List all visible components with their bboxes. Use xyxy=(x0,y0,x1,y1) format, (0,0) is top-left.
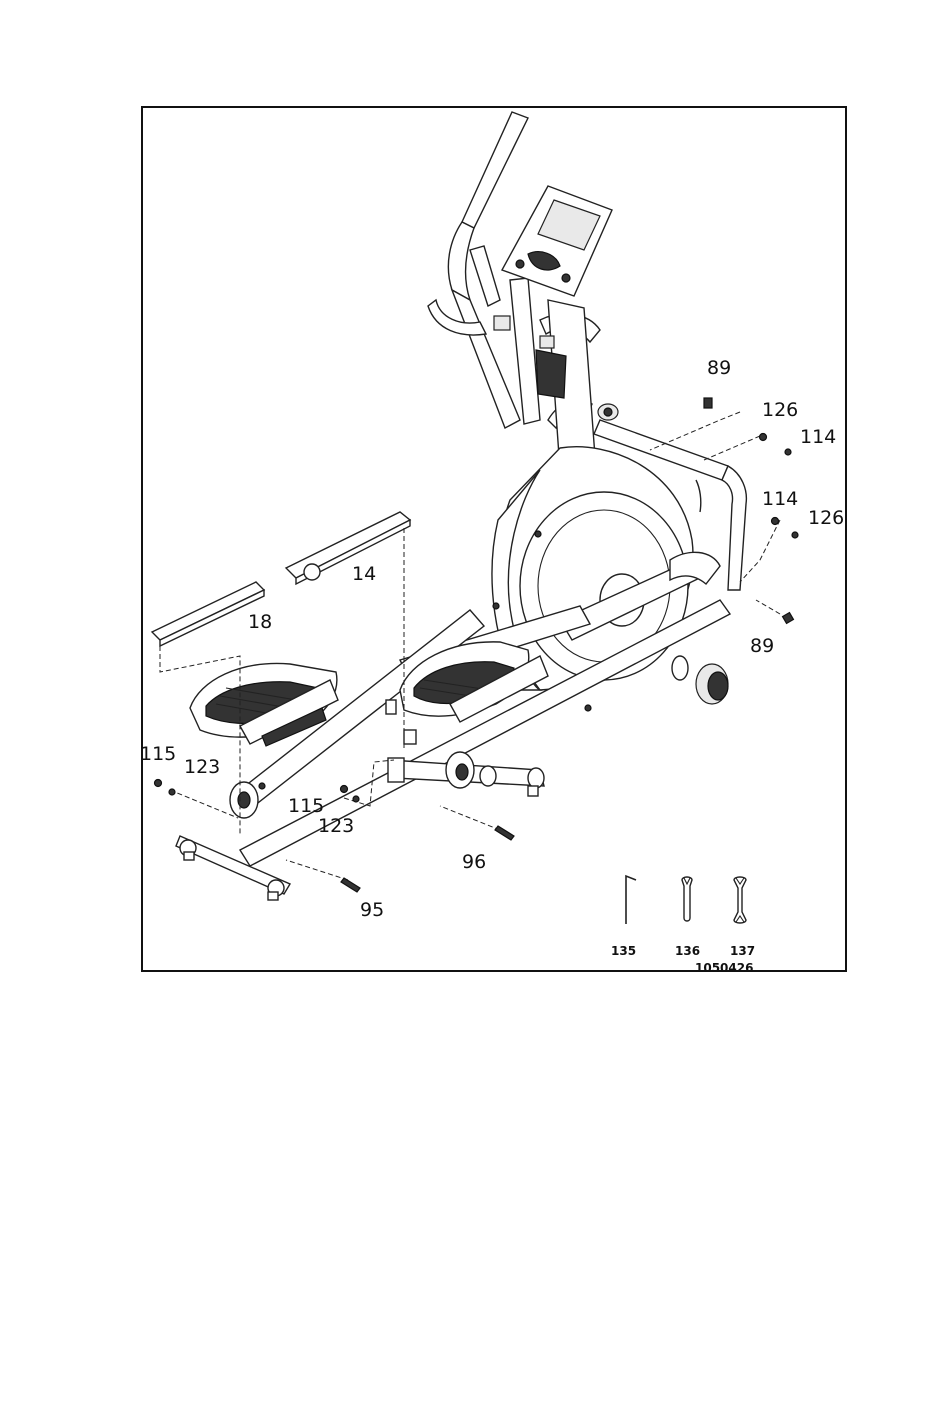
label-114-top: 114 xyxy=(800,426,836,448)
label-89-top: 89 xyxy=(707,357,731,379)
label-tool-135: 135 xyxy=(611,944,636,958)
rails xyxy=(176,600,730,900)
wrench-137-icon xyxy=(734,877,746,923)
label-89-bottom: 89 xyxy=(750,635,774,657)
label-18: 18 xyxy=(248,611,272,633)
label-123-mid: 123 xyxy=(318,815,354,837)
drawing-number: 1050426 xyxy=(695,961,753,975)
label-tool-137: 137 xyxy=(730,944,755,958)
adjustment-knob xyxy=(672,656,728,704)
label-95: 95 xyxy=(360,899,384,921)
label-115-mid: 115 xyxy=(288,795,324,817)
part-14-bar xyxy=(286,512,410,584)
allen-wrench-icon xyxy=(626,876,636,924)
wrench-136-icon xyxy=(682,877,692,921)
label-123-left: 123 xyxy=(184,756,220,778)
label-14: 14 xyxy=(352,563,376,585)
label-tool-136: 136 xyxy=(675,944,700,958)
label-96: 96 xyxy=(462,851,486,873)
tools: 135 136 137 1050426 xyxy=(611,876,755,975)
label-114-mid: 114 xyxy=(762,488,798,510)
label-126-top: 126 xyxy=(762,399,798,421)
label-126-mid: 126 xyxy=(808,507,844,529)
label-115-left: 115 xyxy=(140,743,176,765)
